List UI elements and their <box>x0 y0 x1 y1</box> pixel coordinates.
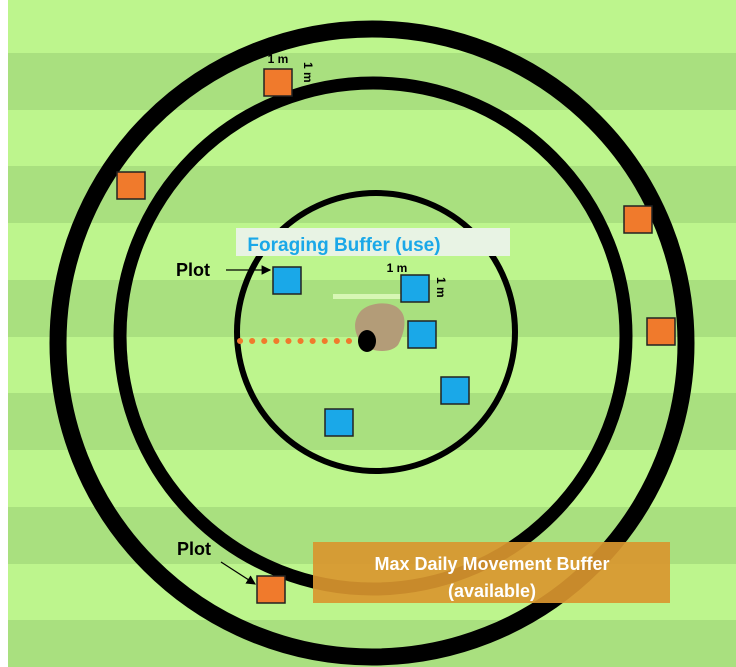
movement-buffer-label-line2: (available) <box>448 581 536 601</box>
use-plot <box>325 409 353 436</box>
movement-buffer-label-line1: Max Daily Movement Buffer <box>374 554 609 574</box>
dimension-height-top: 1 m <box>301 62 315 83</box>
foraging-buffer-label: Foraging Buffer (use) <box>247 235 440 256</box>
dimension-height-center: 1 m <box>434 277 448 298</box>
use-plot <box>401 275 429 302</box>
available-plot <box>264 69 292 96</box>
grass-stripe-dark <box>8 393 736 450</box>
available-plot <box>257 576 285 603</box>
available-plot <box>624 206 652 233</box>
available-plot <box>117 172 145 199</box>
available-plot <box>647 318 675 345</box>
use-plot <box>273 267 301 294</box>
nest-icon <box>358 330 376 352</box>
dimension-width-center: 1 m <box>387 261 408 275</box>
plot-label-lower: Plot <box>177 539 211 559</box>
use-plot <box>441 377 469 404</box>
plot-label-upper: Plot <box>176 260 210 280</box>
dimension-width-top: 1 m <box>268 52 289 66</box>
use-plot <box>408 321 436 348</box>
scale-bar <box>333 294 403 299</box>
